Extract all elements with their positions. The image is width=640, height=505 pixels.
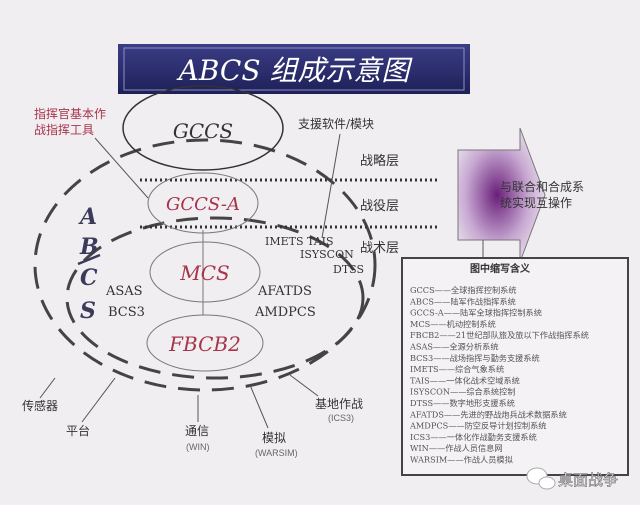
simulation-label: 模拟 (262, 431, 286, 445)
simulation-pointer (249, 384, 269, 429)
title-banner (118, 44, 470, 94)
commander-callout-line2: 战指挥工具 (34, 122, 94, 137)
abcs-letters: A B C S (78, 204, 99, 324)
legend-item: WIN——作战人员信息网 (410, 443, 503, 453)
mcs-label: MCS (179, 261, 229, 285)
legend-item: ABCS——陆军作战指挥系统 (409, 296, 516, 306)
bottom-labels: 传感器 平台 通信 (WIN) 模拟 (WARSIM) 基地作战 (ICS3) (22, 374, 363, 458)
comms-sub: (WIN) (186, 442, 210, 452)
gccs-a-label: GCCS-A (166, 194, 240, 215)
letter-b: B (79, 234, 99, 260)
interop-arrow-icon (457, 127, 546, 263)
legend-item: ICS3——一体化作战勤务支援系统 (410, 432, 537, 442)
wechat-icon-small (538, 476, 556, 490)
base-ops-pointer (289, 374, 319, 397)
commander-callout-pointer (94, 137, 149, 199)
legend-item: FBCB2——21世纪部队旅及旅以下作战指挥系统 (410, 330, 589, 340)
legend-box (401, 257, 629, 476)
legend-item: ISYSCON——综合系统控制 (410, 387, 516, 397)
legend-title: 图中缩写含义 (470, 262, 531, 275)
sensor-pointer (39, 377, 56, 399)
legend-item: AFATDS——先进的野战炮兵战术数据系统 (409, 409, 567, 419)
title: ABCS 组成示意图 (176, 54, 414, 87)
watermark: 桌面战争 (526, 467, 618, 490)
legend-item: MCS——机动控制系统 (410, 319, 496, 329)
asas-label: ASAS (105, 284, 143, 299)
imets-tais-label: IMETS TAIS (265, 235, 334, 248)
amdpcs-label: AMDPCS (254, 305, 316, 320)
commander-callout-line1: 指挥官基本作 (34, 106, 106, 121)
legend-item: IMETS——综合气象系统 (410, 364, 504, 374)
legend-item: AMDPCS——防空反导计划控制系统 (409, 421, 547, 431)
dtss-label: DTSS (333, 263, 364, 276)
interop-text-line2: 统实现互操作 (500, 195, 572, 210)
title-banner-border (123, 47, 465, 91)
isyscon-label: ISYSCON (300, 248, 354, 261)
platform-label: 平台 (66, 423, 90, 438)
gccs-label: GCCS (173, 119, 233, 143)
legend-item: WARSIM——作战人员模拟 (410, 455, 513, 465)
legend-item: BCS3——战场指挥与勤务支援系统 (410, 353, 540, 363)
sensor-label: 传感器 (22, 398, 58, 413)
letter-a: A (78, 204, 97, 230)
bcs3-label: BCS3 (108, 305, 145, 320)
gccs-ellipse (122, 85, 284, 171)
layer-labels: 战略层 战役层 战术层 (360, 153, 399, 256)
legend-item: ASAS——全源分析系统 (409, 342, 499, 352)
base-ops-label: 基地作战 (315, 397, 363, 411)
comms-label: 通信 (185, 424, 209, 438)
support-systems: ASAS BCS3 AFATDS AMDPCS IMETS TAIS ISYSC… (105, 235, 364, 320)
letter-s: S (80, 298, 96, 324)
legend-item: GCCS——全球指挥控制系统 (410, 285, 517, 295)
interop-text-line1: 与联合和合成系 (500, 179, 584, 194)
layer-tactical: 战术层 (360, 241, 399, 256)
platform-pointer (81, 377, 116, 423)
layer-operational: 战役层 (360, 199, 399, 214)
fbcb2-label: FBCB2 (168, 332, 241, 356)
support-callout-pointer (321, 133, 341, 239)
abcs-outer-dashed-ellipse (33, 138, 377, 392)
gccs-a-ellipse (147, 172, 259, 234)
simulation-sub: (WARSIM) (255, 448, 298, 458)
legend-item: TAIS——一体化战术空域系统 (410, 375, 520, 385)
watermark-text: 桌面战争 (558, 471, 618, 489)
tactical-dashed-ellipse (65, 216, 365, 380)
legend-item: DTSS——数字地形支援系统 (410, 398, 515, 408)
afatds-label: AFATDS (257, 284, 312, 299)
legend-item: GCCS-A——陆军全球指挥控制系统 (410, 308, 542, 318)
letter-c: C (80, 265, 98, 291)
fbcb2-ellipse (146, 314, 264, 372)
base-ops-sub: (ICS3) (328, 413, 354, 423)
layer-strategic: 战略层 (360, 153, 399, 169)
support-callout: 支援软件/模块 (298, 117, 374, 131)
slash-bc (77, 253, 101, 266)
mcs-ellipse (149, 241, 261, 303)
